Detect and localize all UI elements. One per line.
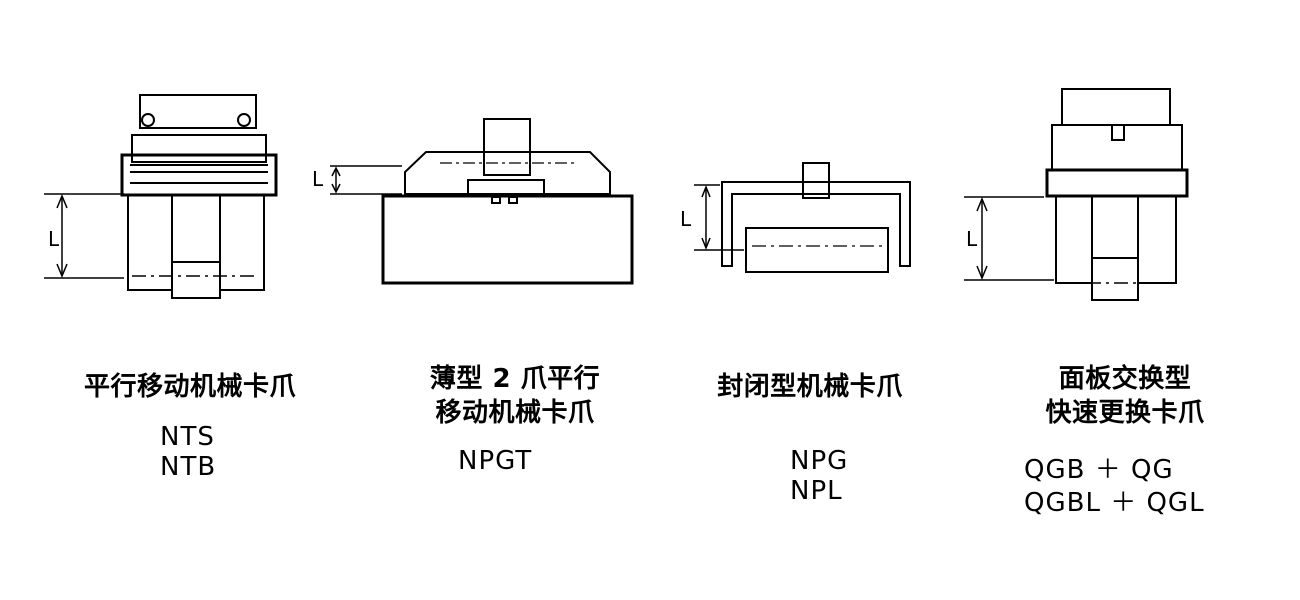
enclosed-gripper-title: 封闭型机械卡爪 [717,372,903,402]
enclosed-gripper-drawing: L [680,162,911,273]
thin-two-jaw-gripper-models: NPGT [458,446,532,476]
model-code: NPG [790,446,849,476]
model-code: NTB [160,452,217,482]
quick-change-gripper-models: QGB ＋ QG QGBL ＋ QGL [1024,454,1205,520]
parallel-gripper-title: 平行移动机械卡爪 [83,372,296,402]
model-code: QGB ＋ QG [1024,455,1174,485]
dimension-label: L [966,227,978,251]
model-code: NTS [160,422,215,452]
parallel-gripper-drawing: L [44,94,278,299]
parallel-gripper-models: NTS NTB [160,422,216,482]
thin-two-jaw-gripper-drawing: L [312,118,634,285]
quick-change-gripper-title: 面板交换型 快速更换卡爪 [1045,364,1205,428]
model-code: QGBL ＋ QGL [1024,488,1205,518]
model-code: NPGT [458,446,533,476]
dimension-label: L [48,227,60,251]
quick-change-gripper-drawing: L [964,88,1189,301]
enclosed-gripper-models: NPG NPL [790,446,848,506]
thin-two-jaw-gripper-title: 薄型 2 爪平行 移动机械卡爪 [429,364,601,428]
model-code: NPL [790,476,843,506]
dimension-label: L [312,167,324,191]
dimension-label: L [680,207,692,231]
